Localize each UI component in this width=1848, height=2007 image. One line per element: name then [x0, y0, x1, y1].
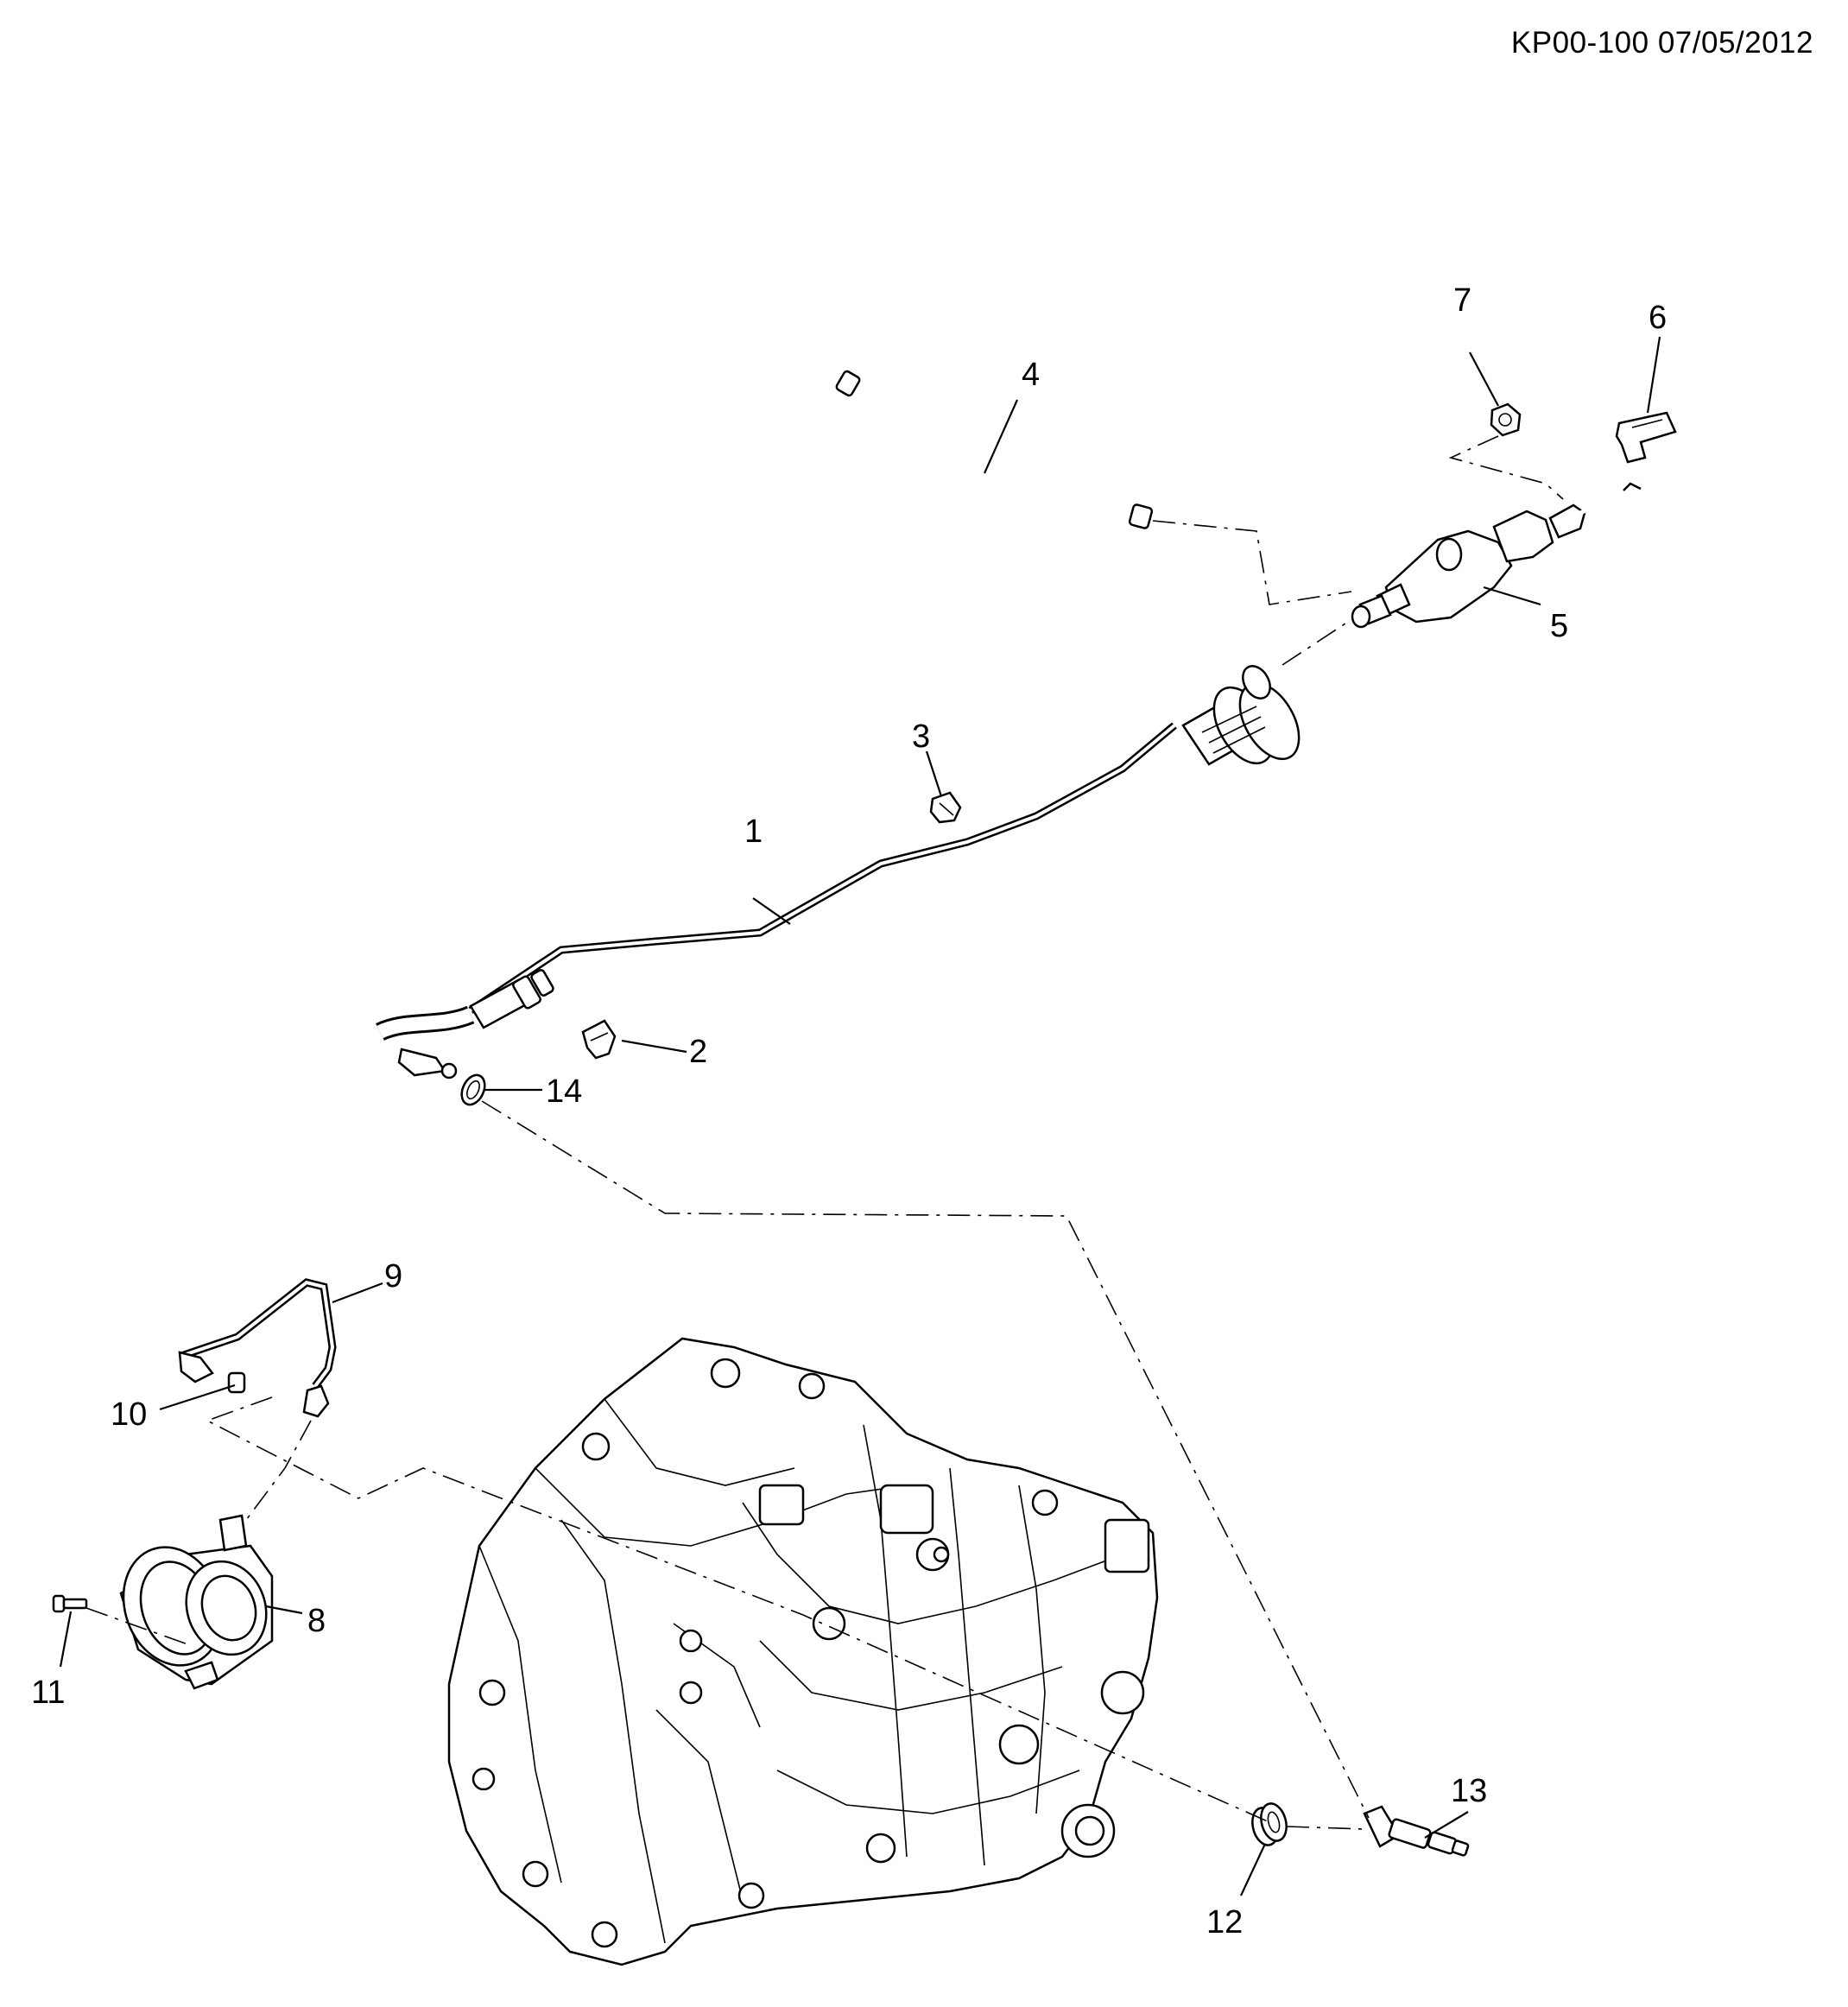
callout-4: 4: [1022, 357, 1040, 393]
callout-13: 13: [1451, 1773, 1487, 1809]
part-2-clip: [581, 1019, 617, 1060]
leader-lines: [59, 336, 1661, 1896]
transmission-housing: [447, 1337, 1159, 1966]
callout-1: 1: [744, 814, 763, 850]
part-13-fitting: [1363, 1805, 1470, 1857]
callout-14: 14: [546, 1073, 582, 1110]
callout-2: 2: [689, 1034, 707, 1070]
callout-7: 7: [1453, 282, 1471, 319]
part-5-master-cylinder: [1351, 481, 1642, 629]
callout-6: 6: [1649, 300, 1667, 336]
assembly-lines: [85, 435, 1564, 1830]
part-14-o-ring: [460, 1073, 486, 1106]
document-id-date: KP00-100 07/05/2012: [1510, 26, 1813, 60]
callout-labels: 1 2 3 4 5 6 7 8 9 10 11 12 13 14: [31, 282, 1667, 1941]
callout-11: 11: [31, 1675, 65, 1711]
part-7-nut: [1490, 402, 1522, 437]
callout-5: 5: [1550, 608, 1568, 644]
part-8-slave-cylinder: [119, 1514, 274, 1690]
part-4-hose: [835, 370, 1154, 529]
part-3-clip: [929, 791, 962, 824]
part-12-bushing: [1251, 1802, 1288, 1846]
part-1-clutch-pipe: [376, 665, 1301, 1079]
callout-12: 12: [1206, 1904, 1243, 1941]
part-11-bolt: [52, 1594, 88, 1613]
part-9-pipe: [178, 1278, 337, 1418]
callout-3: 3: [912, 719, 930, 755]
callout-8: 8: [307, 1603, 326, 1639]
part-6-clip: [1615, 411, 1677, 464]
callout-10: 10: [111, 1396, 147, 1433]
callout-9: 9: [384, 1258, 402, 1295]
part-10-bleed-nipple: [227, 1371, 246, 1394]
